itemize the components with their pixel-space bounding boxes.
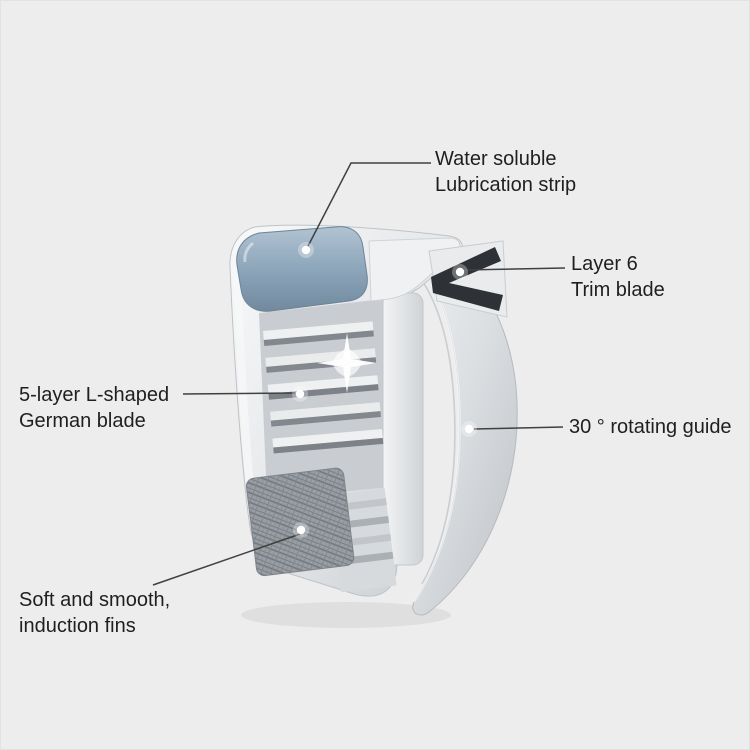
label-line: Soft and smooth, <box>19 589 171 611</box>
callout-lines <box>152 162 566 586</box>
callout-dot-guide <box>464 424 474 434</box>
fins-texture-shape <box>245 467 355 577</box>
sparkle-highlight <box>317 333 377 393</box>
lubrication-strip-shape <box>236 226 368 312</box>
ground-shadow <box>241 602 451 628</box>
callout-line-german <box>182 392 296 395</box>
label-rotating-guide: 30 ° rotating guide <box>569 414 732 440</box>
callout-line-guide <box>473 426 564 430</box>
callout-dot-trim <box>455 267 465 277</box>
callout-line-trim <box>462 267 566 271</box>
label-trim-blade: Layer 6 Trim blade <box>571 251 665 303</box>
blade-stack-shape <box>263 321 384 454</box>
label-german-blade: 5-layer L-shaped German blade <box>19 382 169 434</box>
label-line: German blade <box>19 410 146 432</box>
label-induction-fins: Soft and smooth, induction fins <box>19 587 170 639</box>
label-line: Trim blade <box>571 279 665 301</box>
label-line: Water soluble <box>435 148 557 170</box>
trim-blade-shape <box>428 240 508 318</box>
callout-line-lubrication <box>305 162 431 251</box>
callout-dots <box>292 242 477 538</box>
label-line: 30 ° rotating guide <box>569 416 732 438</box>
callout-dot-german <box>295 389 305 399</box>
callout-dot-lubrication <box>301 245 311 255</box>
callout-dot-fins <box>296 525 306 535</box>
label-lubrication-strip: Water soluble Lubrication strip <box>435 146 576 198</box>
label-line: Layer 6 <box>571 253 638 275</box>
label-line: 5-layer L-shaped <box>19 384 170 406</box>
callout-line-fins <box>152 533 301 586</box>
label-line: induction fins <box>19 615 136 637</box>
label-line: Lubrication strip <box>435 174 577 196</box>
